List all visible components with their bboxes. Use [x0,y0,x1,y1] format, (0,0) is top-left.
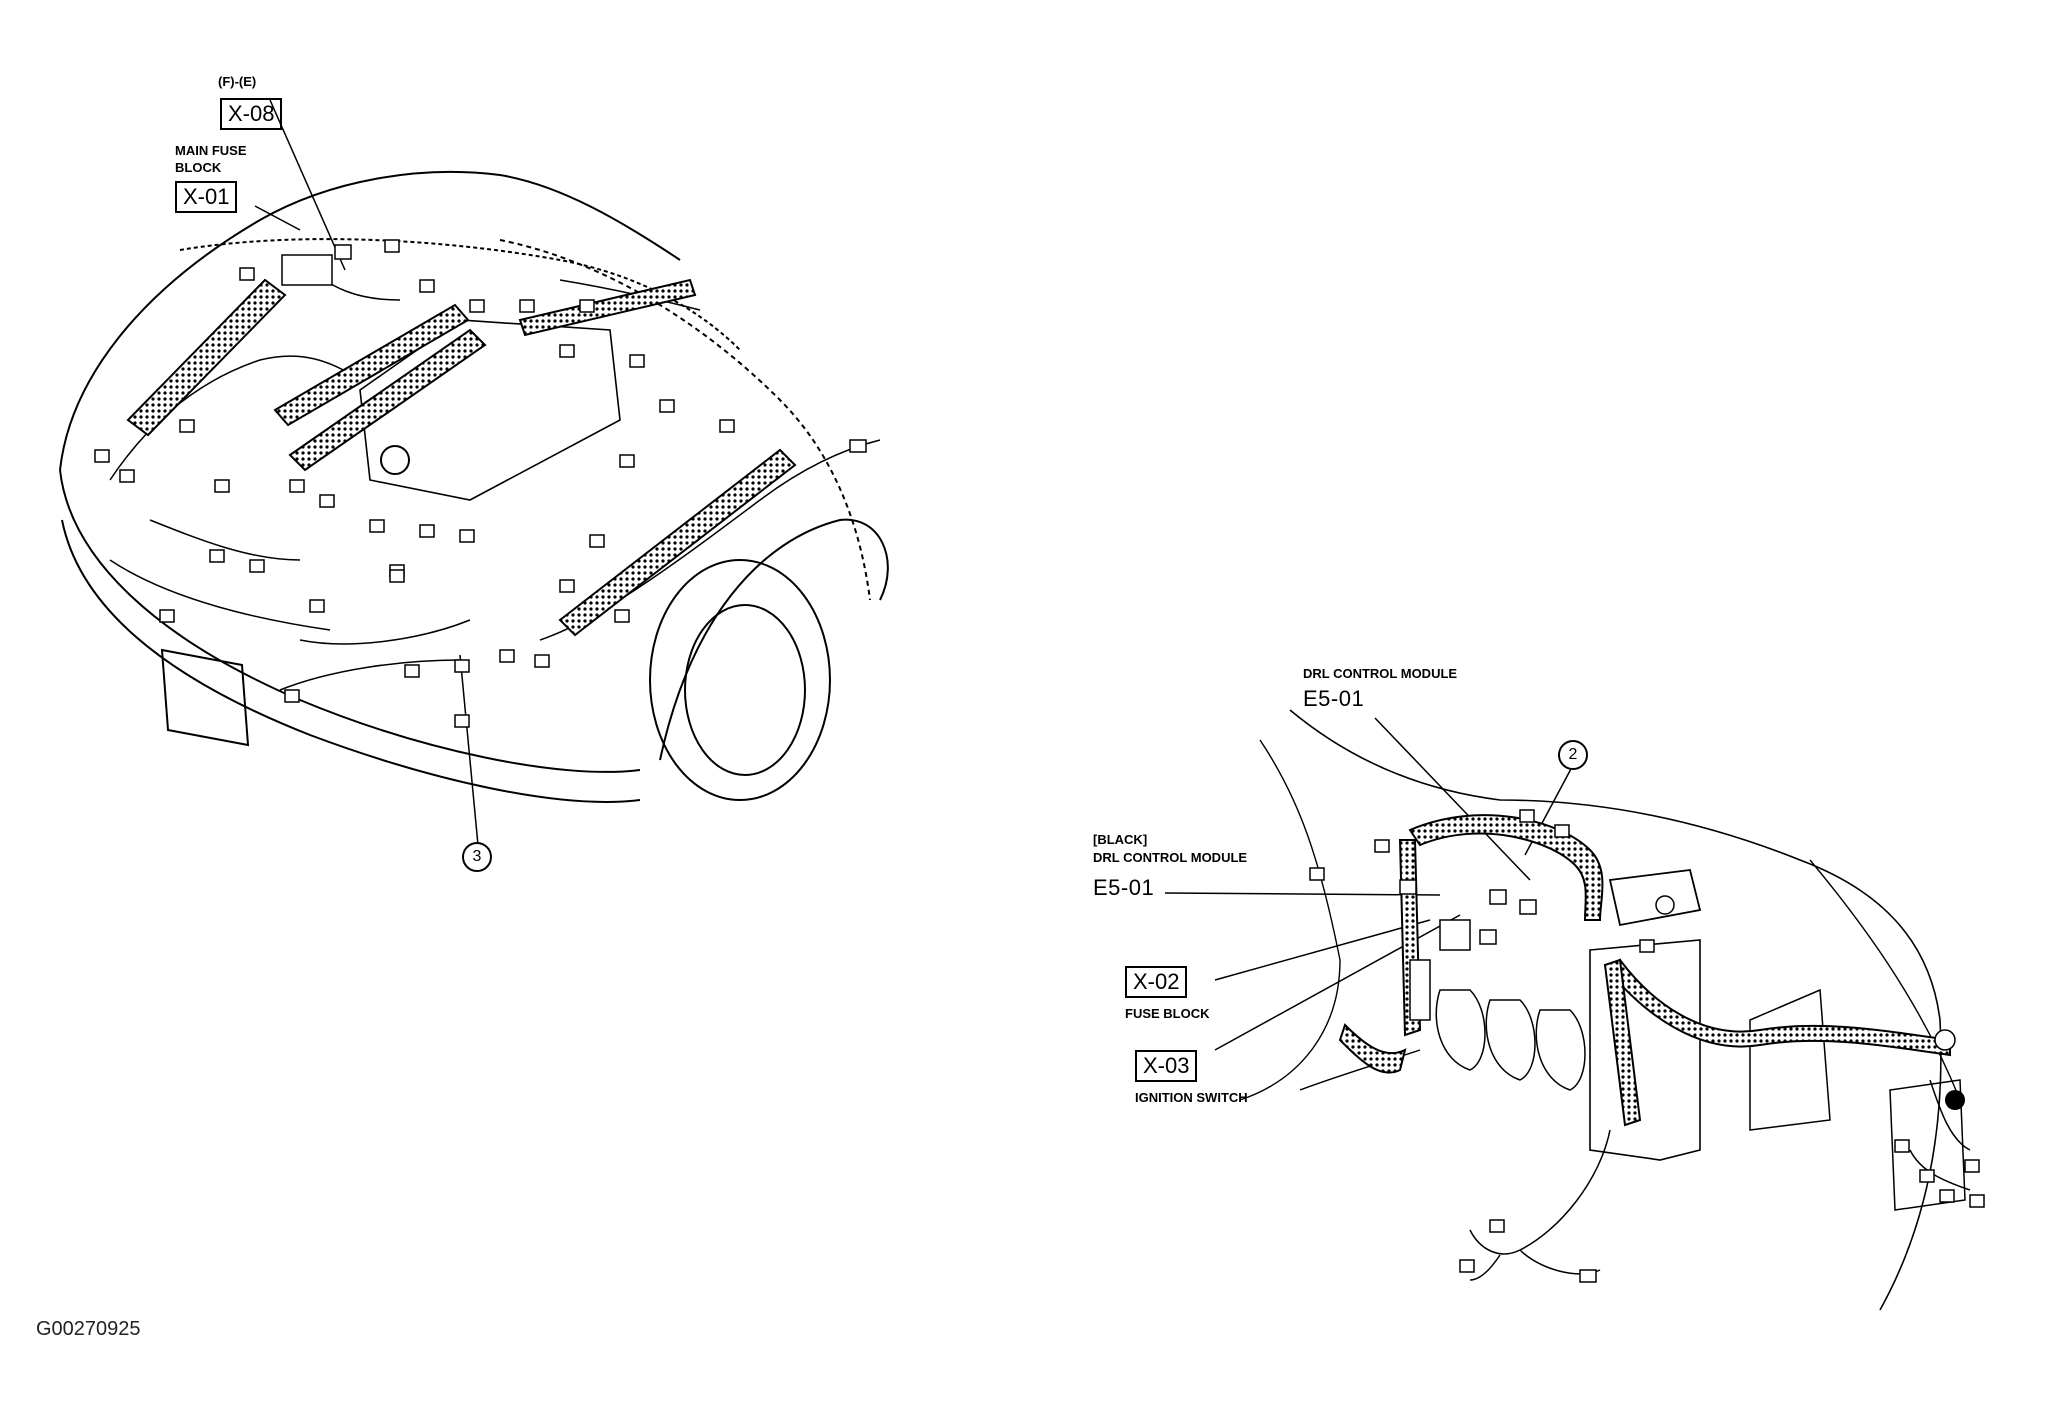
label-x03: X-03 [1135,1050,1198,1082]
label-x01: X-01 [175,181,238,213]
label-e501-left: E5-01 [1093,875,1155,900]
front-body-outline [59,171,681,471]
dash-lower-line [1299,1049,1421,1091]
windshield-line [499,239,871,601]
right-harness-sleeves [1338,814,1951,1127]
right-connectors [1309,809,1985,1283]
steering-column-left [1239,739,1341,1101]
label-e501-top: E5-01 [1303,686,1365,711]
front-wheel-inner [684,604,806,776]
callout-3: 3 [462,842,492,872]
label-fuse-block: FUSE BLOCK [1125,1006,1210,1021]
drl-module-body [1608,869,1702,927]
label-x08: X-08 [220,98,283,130]
label-fe-connector: (F)-(E) [218,74,257,89]
front-wheel [649,559,831,801]
right-grommet [1945,1090,1965,1110]
label-main-fuse-block-line2: BLOCK [175,160,222,175]
console-right [1749,988,1831,1131]
cluster-3 [1535,1009,1586,1091]
hood-edge [179,238,741,351]
engine-cap [380,445,410,475]
label-drl-control-module-top: DRL CONTROL MODULE [1303,666,1458,681]
right-dashboard-view [1164,709,1971,1311]
bumper-outline [59,469,641,773]
label-black: [BLACK] [1093,832,1148,847]
label-ignition-switch: IGNITION SWITCH [1135,1090,1248,1105]
callout-2: 2 [1558,740,1588,770]
label-x02: X-02 [1125,966,1188,998]
left-connectors [94,239,867,728]
left-harness-sleeves [126,278,797,637]
cluster-1 [1435,989,1486,1071]
label-main-fuse-block-line1: MAIN FUSE [175,143,247,158]
glovebox-area [1889,1079,1966,1211]
label-drl-control-module-left: DRL CONTROL MODULE [1093,850,1248,865]
license-plate [160,648,250,747]
figure-id: G00270925 [36,1318,141,1340]
fender [659,518,889,761]
bumper-lower [61,519,641,803]
a-pillar [1809,859,1961,1101]
cluster-2 [1485,999,1536,1081]
dash-outline [1289,709,1942,1311]
center-stack [1589,939,1701,1161]
